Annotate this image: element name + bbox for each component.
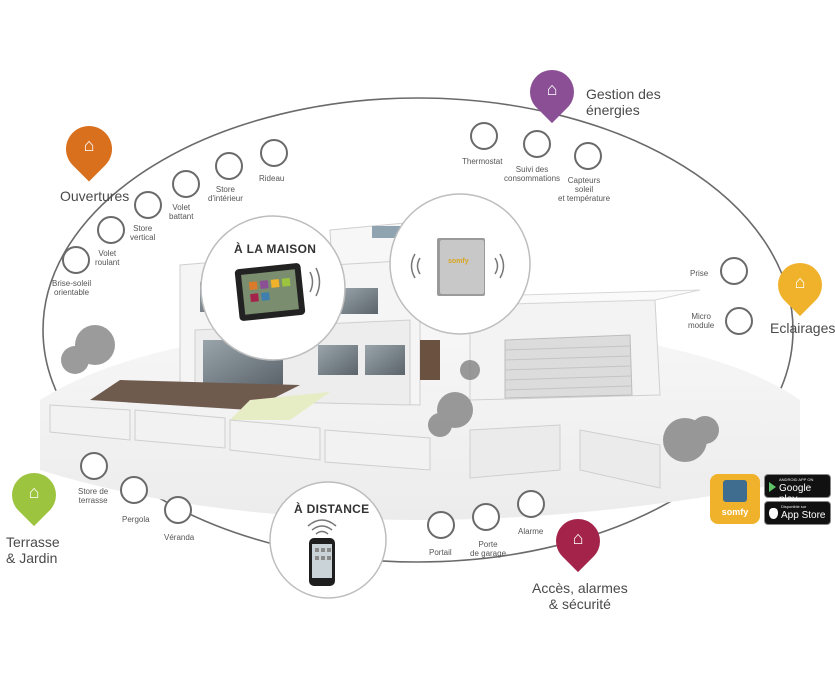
app-brand-label: somfy — [721, 507, 749, 517]
label-micro: Micro module — [688, 312, 715, 330]
pergola-icon — [120, 476, 148, 504]
app-store-line1: Disponible sur — [781, 504, 807, 509]
store-terrasse-icon — [80, 452, 108, 480]
box-brand-logo: somfy — [448, 258, 469, 265]
label-thermostat: Thermostat — [462, 157, 503, 166]
label-portail: Portail — [429, 548, 452, 557]
category-eclairages: Eclairages — [770, 320, 835, 336]
bubble-remote-title: À DISTANCE — [294, 502, 370, 516]
google-play-badge[interactable]: ANDROID APP ON Google play — [764, 474, 831, 505]
bubble-home — [200, 215, 346, 361]
play-icon — [769, 482, 776, 492]
alarme-icon — [517, 490, 545, 518]
label-rideau: Rideau — [259, 174, 285, 183]
label-suivi: Suivi des consommations — [504, 165, 561, 183]
eclairages-house-icon: ⌂ — [794, 272, 806, 292]
porte-garage-icon — [472, 503, 500, 531]
suivi-consommations-icon — [523, 130, 551, 158]
bubble-remote — [269, 481, 387, 599]
volet-battant-icon — [172, 170, 200, 198]
volet-roulant-icon — [97, 216, 125, 244]
rideau-icon — [260, 139, 288, 167]
portail-icon — [427, 511, 455, 539]
bubble-home-title: À LA MAISON — [234, 242, 317, 256]
fence-wall — [49, 404, 661, 489]
category-energies: Gestion des énergies — [586, 86, 661, 118]
label-store-interieur: Store d'intérieur — [208, 185, 243, 203]
label-alarme: Alarme — [518, 527, 544, 536]
label-pergola: Pergola — [122, 515, 150, 524]
label-porte-garage: Porte de garage — [470, 540, 507, 558]
label-volet-battant: Volet battant — [169, 203, 194, 221]
category-acces: Accès, alarmes & sécurité — [532, 580, 628, 612]
thermostat-icon — [470, 122, 498, 150]
prise-icon — [720, 257, 748, 285]
energies-house-icon: ⌂ — [546, 79, 558, 99]
google-play-line1: ANDROID APP ON — [779, 477, 814, 482]
category-ouvertures: Ouvertures — [60, 188, 130, 204]
app-house-icon — [723, 480, 747, 502]
store-interieur-icon — [215, 152, 243, 180]
connection-oval — [42, 97, 794, 563]
label-prise: Prise — [690, 269, 709, 278]
label-capteurs: Capteurs soleil et température — [558, 176, 611, 203]
store-vertical-icon — [134, 191, 162, 219]
app-store-badge[interactable]: Disponible sur App Store — [764, 501, 831, 525]
capteurs-soleil-icon — [574, 142, 602, 170]
app-store-line2: App Store — [781, 510, 826, 521]
trees — [61, 325, 719, 462]
label-volet-roulant: Volet roulant — [95, 249, 120, 267]
brise-soleil-icon — [62, 246, 90, 274]
veranda-icon — [164, 496, 192, 524]
micro-module-icon — [725, 307, 753, 335]
label-veranda: Véranda — [164, 533, 195, 542]
apple-icon — [769, 508, 778, 519]
somfy-app-icon[interactable]: somfy — [710, 474, 760, 524]
label-store-vertical: Store vertical — [130, 224, 156, 242]
label-brise-soleil: Brise-soleil orientable — [52, 279, 92, 297]
category-terrasse: Terrasse & Jardin — [6, 534, 60, 566]
acces-house-icon: ⌂ — [572, 528, 584, 548]
google-play-line2: Google play — [779, 483, 812, 505]
terrasse-house-icon: ⌂ — [28, 482, 40, 502]
label-store-terrasse: Store de terrasse — [78, 487, 109, 505]
ouvertures-house-icon: ⌂ — [83, 135, 95, 155]
garage — [469, 289, 701, 401]
bubble-box — [389, 193, 531, 335]
